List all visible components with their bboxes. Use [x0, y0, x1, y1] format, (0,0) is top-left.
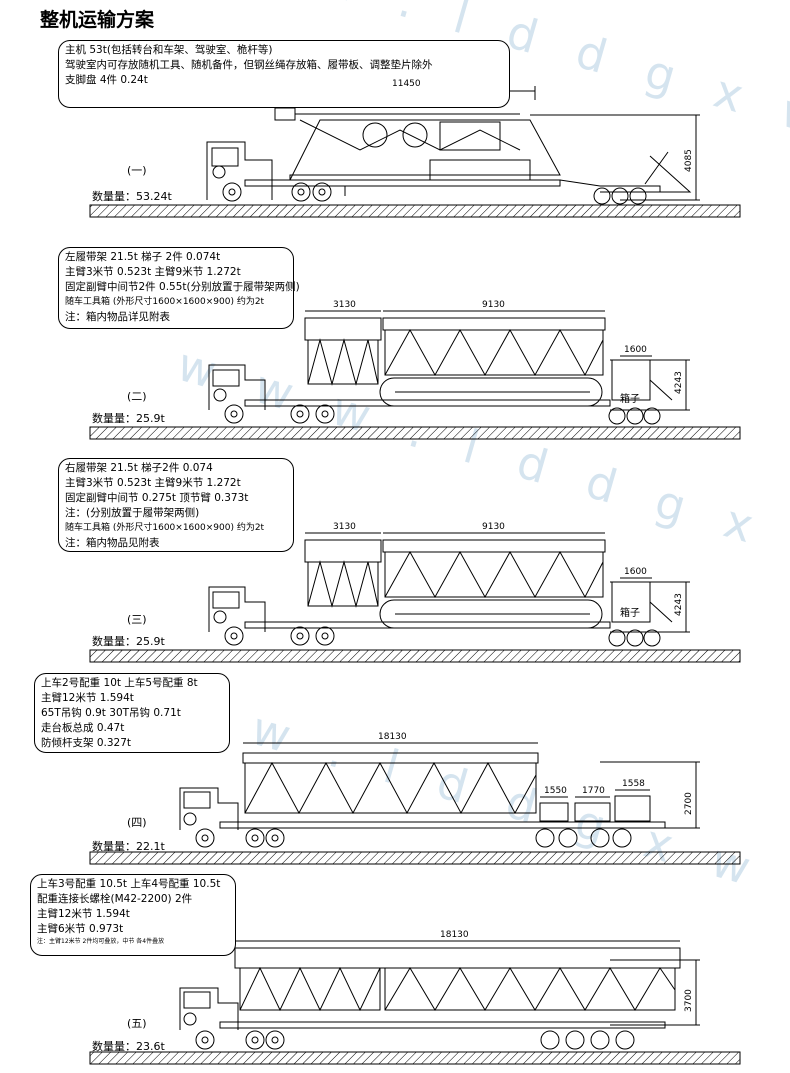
section-2-note: 左履带架 21.5t 梯子 2件 0.074t 主臂3米节 0.523t 主臂9…: [58, 247, 300, 329]
note-line: 上车3号配重 10.5t 上车4号配重 10.5t: [37, 878, 221, 890]
note-line: 注：箱内物品见附表: [65, 537, 160, 549]
section-5-weight: 数量量：23.6t: [92, 1040, 165, 1053]
page-title: 整机运输方案: [40, 9, 155, 31]
section-5-note: 上车3号配重 10.5t 上车4号配重 10.5t 配重连接长螺栓(M42-22…: [30, 874, 236, 956]
note-line: 上车2号配重 10t 上车5号配重 8t: [41, 677, 198, 689]
note-line: 注：箱内物品详见附表: [65, 311, 170, 323]
note-line: 主臂3米节 0.523t 主臂9米节 1.272t: [65, 266, 241, 278]
note-line: 注：主臂12米节 2件均可叠放，中节 各4件叠放: [37, 938, 165, 945]
section-3-weight: 数量量：25.9t: [92, 635, 165, 648]
note-line: 防倾杆支架 0.327t: [41, 737, 132, 749]
section-1-note: 主机 53t(包括转台和车架、驾驶室、桅杆等) 驾驶室内可存放随机工具、随机备件…: [58, 40, 510, 108]
section-4-dim-b: 1770: [582, 786, 605, 796]
note-line: 随车工具箱 (外形尺寸1600×1600×900) 约为2t: [65, 523, 265, 533]
section-2-drawing: [89, 310, 741, 440]
section-1-length-dim: 11450: [392, 79, 421, 89]
note-line: 主臂12米节 1.594t: [37, 908, 130, 920]
note-line: 主机 53t(包括转台和车架、驾驶室、桅杆等): [65, 44, 273, 56]
section-4-drawing: [89, 742, 741, 865]
section-2-box-label: 箱子: [620, 394, 640, 405]
section-3-number: (三): [127, 613, 147, 626]
section-3-note: 右履带架 21.5t 梯子2件 0.074 主臂3米节 0.523t 主臂9米节…: [58, 458, 294, 552]
note-line: 驾驶室内可存放随机工具、随机备件，但钢丝绳存放箱、履带板、调整垫片除外: [65, 59, 433, 71]
note-line: 主臂3米节 0.523t 主臂9米节 1.272t: [65, 477, 241, 489]
note-line: 主臂6米节 0.973t: [37, 923, 124, 935]
section-4-length-dim: 18130: [378, 732, 407, 742]
section-5-height-dim: 3700: [684, 989, 694, 1012]
note-line: 配重连接长螺栓(M42-2200) 2件: [37, 893, 193, 905]
section-4-dim-c: 1558: [622, 779, 645, 789]
section-2-weight: 数量量：25.9t: [92, 412, 165, 425]
section-1-height-dim: 4085: [684, 149, 694, 172]
section-4-height-dim: 2700: [684, 792, 694, 815]
note-line: 支脚盘 4件 0.24t: [65, 74, 148, 86]
section-4-weight: 数量量：22.1t: [92, 840, 165, 853]
section-5-length-dim: 18130: [440, 930, 469, 940]
section-2-number: (二): [127, 390, 147, 403]
section-2-dim-a: 3130: [333, 300, 356, 310]
section-3-box-label: 箱子: [620, 608, 640, 619]
section-1-weight: 数量量：53.24t: [92, 190, 172, 203]
note-line: 左履带架 21.5t 梯子 2件 0.074t: [65, 251, 221, 263]
section-3-height-dim: 4243: [674, 593, 684, 616]
section-2-height-dim: 4243: [674, 371, 684, 394]
note-line: 主臂12米节 1.594t: [41, 692, 134, 704]
note-line: 固定副臂中间节2件 0.55t(分别放置于履带架两侧): [65, 281, 300, 293]
section-3-dim-b: 9130: [482, 522, 505, 532]
note-line: 固定副臂中间节 0.275t 顶节臂 0.373t: [65, 492, 249, 504]
section-3-dim-a: 3130: [333, 522, 356, 532]
section-2-dim-b: 9130: [482, 300, 505, 310]
note-line: 右履带架 21.5t 梯子2件 0.074: [65, 462, 213, 474]
section-1-number: (一): [127, 164, 147, 177]
section-4-number: (四): [127, 816, 147, 829]
section-4-note: 上车2号配重 10t 上车5号配重 8t 主臂12米节 1.594t 65T吊钩…: [34, 673, 230, 753]
section-3-dim-c: 1600: [624, 567, 647, 577]
section-1-drawing: [89, 86, 741, 218]
section-5-number: (五): [127, 1017, 147, 1030]
section-2-dim-c: 1600: [624, 345, 647, 355]
section-3-drawing: [89, 532, 741, 663]
note-line: 随车工具箱 (外形尺寸1600×1600×900) 约为2t: [65, 297, 265, 307]
note-line: 65T吊钩 0.9t 30T吊钩 0.71t: [41, 707, 181, 719]
section-5-drawing: [89, 940, 741, 1065]
note-line: 走台板总成 0.47t: [41, 722, 125, 734]
section-4-dim-a: 1550: [544, 786, 567, 796]
note-line: 注：(分别放置于履带架两侧): [65, 507, 200, 519]
